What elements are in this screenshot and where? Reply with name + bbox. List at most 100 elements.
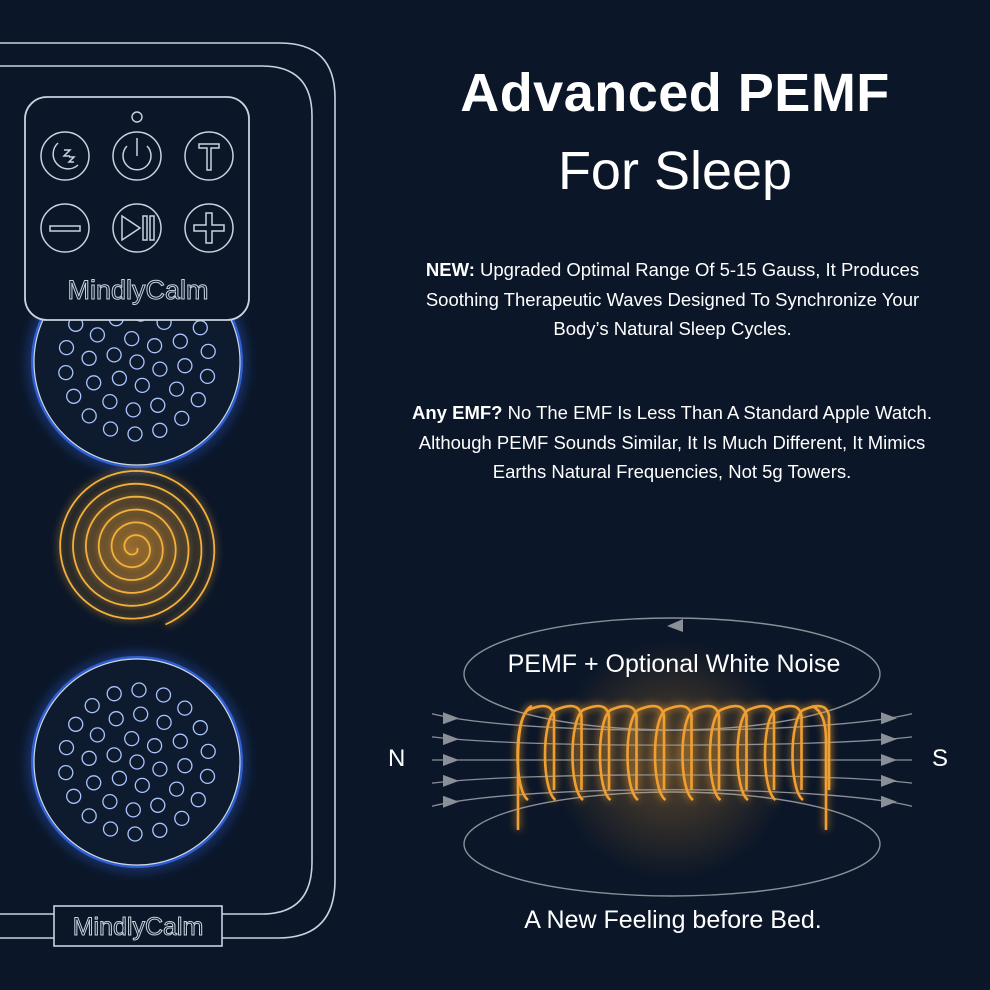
tagline: A New Feeling before Bed. xyxy=(524,906,822,934)
speaker-hole xyxy=(129,354,145,370)
speaker-hole xyxy=(146,338,163,354)
speaker-hole xyxy=(84,697,100,714)
speaker-hole xyxy=(155,687,172,703)
speaker-hole xyxy=(152,361,168,377)
speaker-hole xyxy=(131,682,147,698)
field-arrow xyxy=(443,733,459,746)
bottom-logo-badge: MindlyCalm xyxy=(53,905,223,947)
field-arrow xyxy=(443,712,459,725)
timer-icon xyxy=(184,131,234,181)
pemf-coil-diagram xyxy=(431,617,913,897)
speaker-hole xyxy=(152,422,168,438)
speaker-hole xyxy=(68,716,84,732)
speaker-hole xyxy=(192,720,208,736)
field-arrow xyxy=(443,795,459,808)
speaker-hole xyxy=(58,739,75,756)
speaker-hole xyxy=(177,700,193,716)
speaker-hole xyxy=(174,410,190,427)
speaker-hole xyxy=(89,327,106,343)
field-arrow xyxy=(881,795,897,808)
coil-turn xyxy=(626,704,666,802)
speaker-hole xyxy=(150,797,166,813)
speaker-hole xyxy=(102,793,118,810)
play-pause-icon xyxy=(112,203,162,253)
field-line xyxy=(431,774,913,784)
speaker-hole xyxy=(174,810,190,827)
speaker-hole xyxy=(108,711,124,727)
power-icon xyxy=(112,131,162,181)
field-arrow xyxy=(443,774,459,787)
coil-turn xyxy=(681,704,721,802)
coil-lead-left xyxy=(516,704,533,830)
speaker-hole xyxy=(81,750,97,766)
speaker-hole xyxy=(81,350,97,366)
coil-turn xyxy=(571,704,611,802)
coil-turn xyxy=(653,704,693,802)
speaker-hole xyxy=(86,775,102,791)
speaker-hole xyxy=(125,802,141,818)
speaker-hole xyxy=(134,377,150,394)
speaker-hole xyxy=(106,747,122,763)
speaker-hole xyxy=(66,788,82,804)
paragraph-lead: Any EMF? xyxy=(412,402,503,423)
coil-turn xyxy=(736,704,776,802)
speaker-hole xyxy=(168,381,185,397)
speaker-hole xyxy=(89,727,106,743)
speaker-hole xyxy=(58,364,74,381)
sleep-mode-icon xyxy=(40,131,90,181)
field-arrow xyxy=(881,754,897,766)
coil-lead-right xyxy=(811,704,828,830)
speaker-hole xyxy=(177,358,193,374)
paragraph-lead: NEW: xyxy=(425,259,475,280)
field-line xyxy=(431,713,913,731)
speaker-hole xyxy=(199,768,216,785)
speaker-hole xyxy=(58,764,74,781)
speaker-hole xyxy=(102,393,118,410)
coil-turn xyxy=(791,704,831,802)
speaker-hole xyxy=(111,770,128,786)
coil-turn xyxy=(708,704,748,802)
speaker-hole xyxy=(150,397,166,413)
svg-text:MindlyCalm: MindlyCalm xyxy=(73,913,204,941)
pole-north-label: N xyxy=(388,745,406,772)
speaker-hole xyxy=(58,339,75,356)
speaker-hole xyxy=(81,408,97,424)
control-panel: MindlyCalm xyxy=(24,96,250,321)
feature-paragraph-emf: Any EMF? No The EMF Is Less Than A Stand… xyxy=(412,398,932,487)
spiral-coil-light xyxy=(59,469,216,626)
speaker-hole xyxy=(133,706,149,722)
speaker-hole xyxy=(111,370,128,386)
paragraph-body: No The EMF Is Less Than A Standard Apple… xyxy=(418,402,932,482)
plus-icon xyxy=(184,203,234,253)
coil-turn xyxy=(598,704,638,802)
speaker-hole xyxy=(200,343,216,360)
lower-speaker-grille xyxy=(31,656,243,868)
speaker-hole xyxy=(134,777,150,794)
speaker-hole xyxy=(168,781,185,797)
speaker-hole xyxy=(156,714,172,731)
speaker-hole xyxy=(127,426,143,442)
feature-paragraph-new: NEW: Upgraded Optimal Range Of 5-15 Gaus… xyxy=(400,255,945,344)
speaker-hole xyxy=(102,421,119,437)
pole-south-label: S xyxy=(932,745,949,772)
field-arrow xyxy=(881,712,897,725)
speaker-hole xyxy=(127,826,143,842)
speaker-hole xyxy=(66,388,82,404)
speaker-hole xyxy=(102,821,119,837)
speaker-hole xyxy=(106,686,122,702)
diagram-label: PEMF + Optional White Noise xyxy=(507,650,841,678)
field-arrow xyxy=(443,754,459,766)
field-arrow xyxy=(881,774,897,787)
paragraph-body: Upgraded Optimal Range Of 5-15 Gauss, It… xyxy=(425,259,920,339)
speaker-hole xyxy=(86,375,102,391)
field-arrow xyxy=(881,733,897,746)
minus-icon xyxy=(40,203,90,253)
coil-turn xyxy=(763,704,803,802)
speaker-hole xyxy=(129,754,145,770)
page-title: Advanced PEMF xyxy=(460,63,890,123)
speaker-hole xyxy=(190,792,206,808)
field-line xyxy=(431,789,913,807)
panel-logo: MindlyCalm xyxy=(67,275,208,305)
speaker-hole xyxy=(125,402,141,418)
